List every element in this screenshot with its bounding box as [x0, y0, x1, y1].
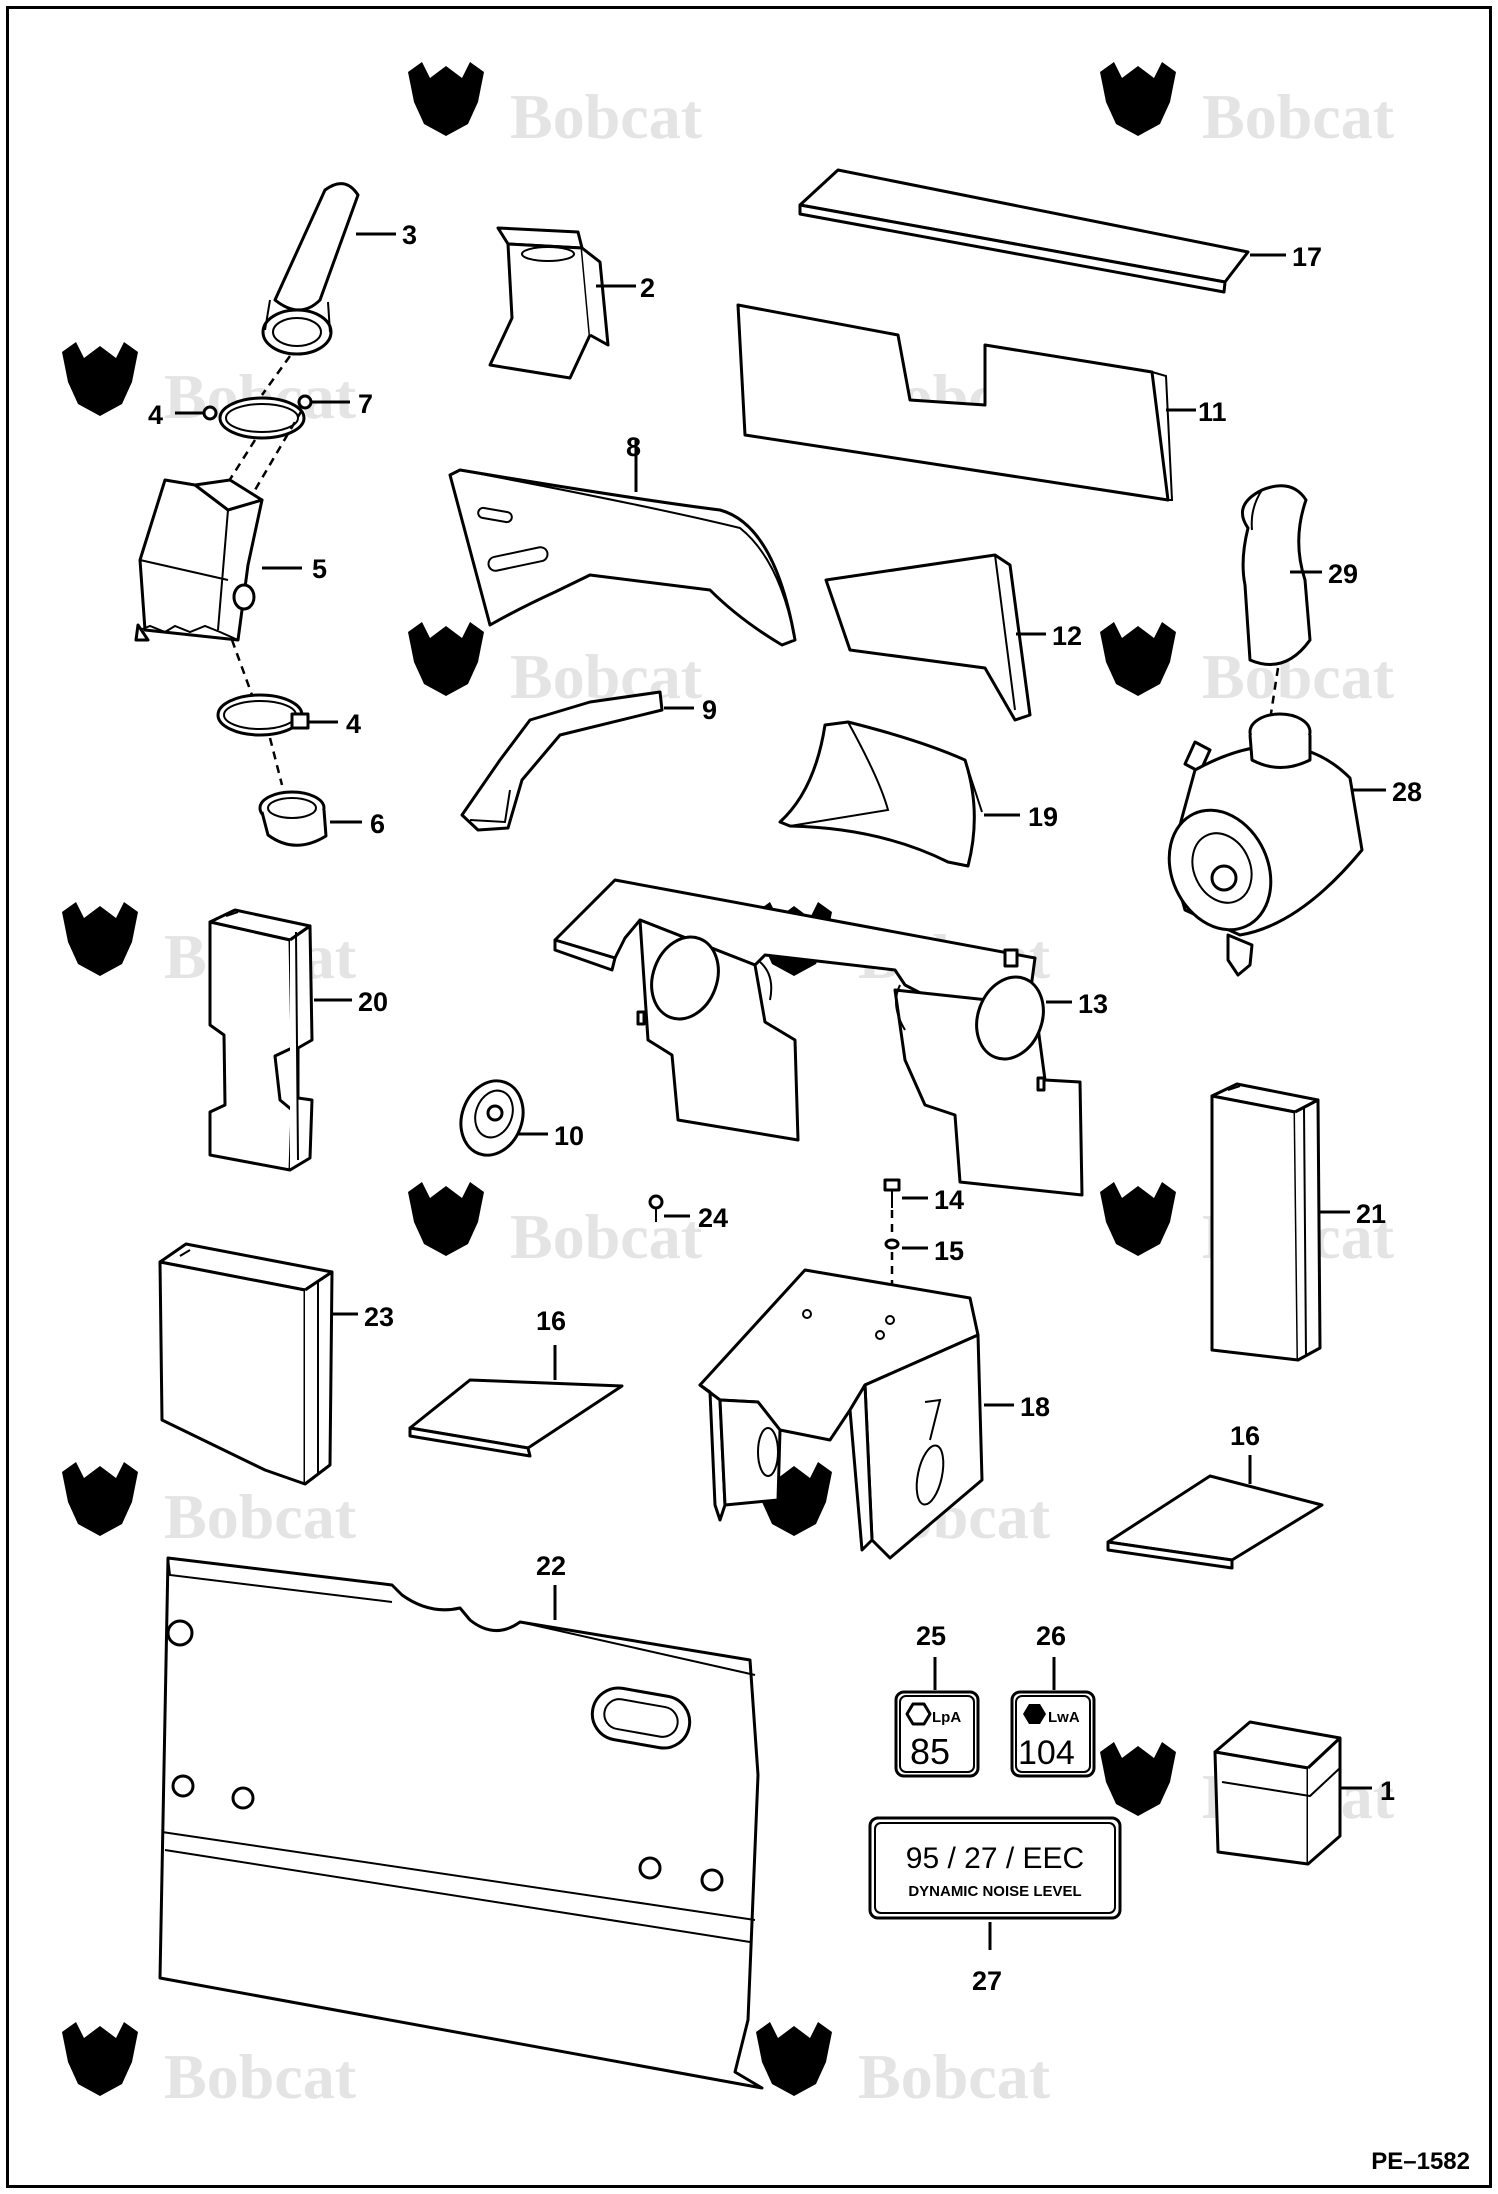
part-19-baffle: 19 [778, 720, 1058, 868]
part-5-air-cleaner-housing: 5 [134, 478, 327, 642]
callout-7: 7 [358, 389, 373, 419]
part-29-exhaust-hose: 29 [1240, 484, 1358, 666]
part-9-baffle: 9 [460, 690, 717, 832]
part-26-sound-power-decal: LwA 104 26 [1010, 1621, 1096, 1778]
part-6-hose-adapter: 6 [258, 790, 385, 847]
part-24-bolt: 24 [648, 1194, 728, 1233]
callout-5: 5 [312, 554, 327, 584]
watermark-9: Bobcat [408, 1182, 703, 1272]
part-22-rear-panel: 22 [158, 1551, 764, 2090]
part-16-foam-pad-left: 16 [408, 1306, 624, 1458]
eec-caption-text: DYNAMIC NOISE LEVEL [908, 1883, 1081, 1900]
callout-16-left: 16 [536, 1306, 566, 1336]
part-11-foam-panel: 11 [736, 303, 1227, 502]
callout-6: 6 [370, 809, 385, 839]
watermark-15: Bobcat [62, 2022, 357, 2112]
callout-12: 12 [1052, 621, 1082, 651]
part-2-mounting-bracket: 2 [488, 226, 655, 380]
callout-9: 9 [702, 695, 717, 725]
callout-20: 20 [358, 987, 388, 1017]
part-12-shield: 12 [824, 553, 1082, 722]
svg-text:Bobcat: Bobcat [1202, 81, 1395, 152]
part-18-cover-bracket: 18 [698, 1268, 1050, 1560]
part-27-eec-noise-decal: 95 / 27 / EEC DYNAMIC NOISE LEVEL 27 [868, 1816, 1122, 1996]
callout-21: 21 [1356, 1199, 1386, 1229]
part-28-muffler: 28 [1167, 712, 1422, 977]
svg-text:Bobcat: Bobcat [858, 2041, 1051, 2112]
part-25-sound-pressure-decal: LpA 85 25 [894, 1621, 980, 1778]
callout-23: 23 [364, 1302, 394, 1332]
lwa-unit-text: LwA [1048, 1709, 1080, 1726]
part-20-foam-block: 20 [208, 908, 388, 1172]
callout-25: 25 [916, 1621, 946, 1651]
callout-1: 1 [1380, 1776, 1395, 1806]
part-3-intake-hose: 3 [261, 182, 417, 356]
callout-16-right: 16 [1230, 1421, 1260, 1451]
part-7-fitting: 7 [297, 389, 373, 419]
callout-4-lower: 4 [346, 709, 361, 739]
part-23-foam-block: 23 [158, 1242, 394, 1486]
eec-directive-text: 95 / 27 / EEC [906, 1842, 1084, 1875]
callout-11: 11 [1198, 397, 1227, 427]
svg-text:Bobcat: Bobcat [164, 2041, 357, 2112]
callout-27: 27 [972, 1966, 1002, 1996]
callout-22: 22 [536, 1551, 566, 1581]
callout-2: 2 [640, 273, 655, 303]
part-4-hose-clamp-lower: 4 [216, 693, 361, 739]
part-1-foam-block: 1 [1213, 1720, 1395, 1866]
part-13-heat-shield-assembly: 13 [553, 878, 1108, 1197]
callout-26: 26 [1036, 1621, 1066, 1651]
lwa-value-text: 104 [1018, 1734, 1075, 1772]
part-4-hose-clamp-upper: 4 [148, 396, 306, 440]
part-21-foam-block: 21 [1210, 1082, 1386, 1362]
callout-3: 3 [402, 220, 417, 250]
drawing-code: PE–1582 [1371, 2148, 1470, 2175]
part-14-bolt: 14 [883, 1178, 964, 1215]
lpa-unit-text: LpA [932, 1709, 961, 1726]
callout-14: 14 [934, 1185, 964, 1215]
callout-15: 15 [934, 1236, 964, 1266]
part-8-side-shield: 8 [448, 432, 797, 647]
callout-4-upper: 4 [148, 400, 163, 430]
part-17-foam-strip: 17 [798, 168, 1322, 294]
callout-18: 18 [1020, 1392, 1050, 1422]
watermark-1: Bobcat [408, 62, 703, 152]
watermark-11: Bobcat [62, 1462, 357, 1552]
callout-24: 24 [698, 1203, 728, 1233]
page-border [6, 6, 1492, 2188]
callout-10: 10 [554, 1121, 584, 1151]
part-10-grommet: 10 [459, 1079, 584, 1157]
watermark-16: Bobcat [756, 2022, 1051, 2112]
callout-28: 28 [1392, 777, 1422, 807]
callout-29: 29 [1328, 559, 1358, 589]
callout-13: 13 [1078, 989, 1108, 1019]
callout-8: 8 [626, 432, 641, 462]
watermark-2: Bobcat [1100, 62, 1395, 152]
callout-19: 19 [1028, 802, 1058, 832]
svg-text:Bobcat: Bobcat [510, 1201, 703, 1272]
svg-text:Bobcat: Bobcat [510, 81, 703, 152]
callout-17: 17 [1292, 242, 1322, 272]
part-16-foam-pad-right: 16 [1106, 1421, 1324, 1570]
svg-text:Bobcat: Bobcat [164, 1481, 357, 1552]
part-15-washer: 15 [884, 1236, 964, 1266]
lpa-value-text: 85 [910, 1731, 950, 1772]
